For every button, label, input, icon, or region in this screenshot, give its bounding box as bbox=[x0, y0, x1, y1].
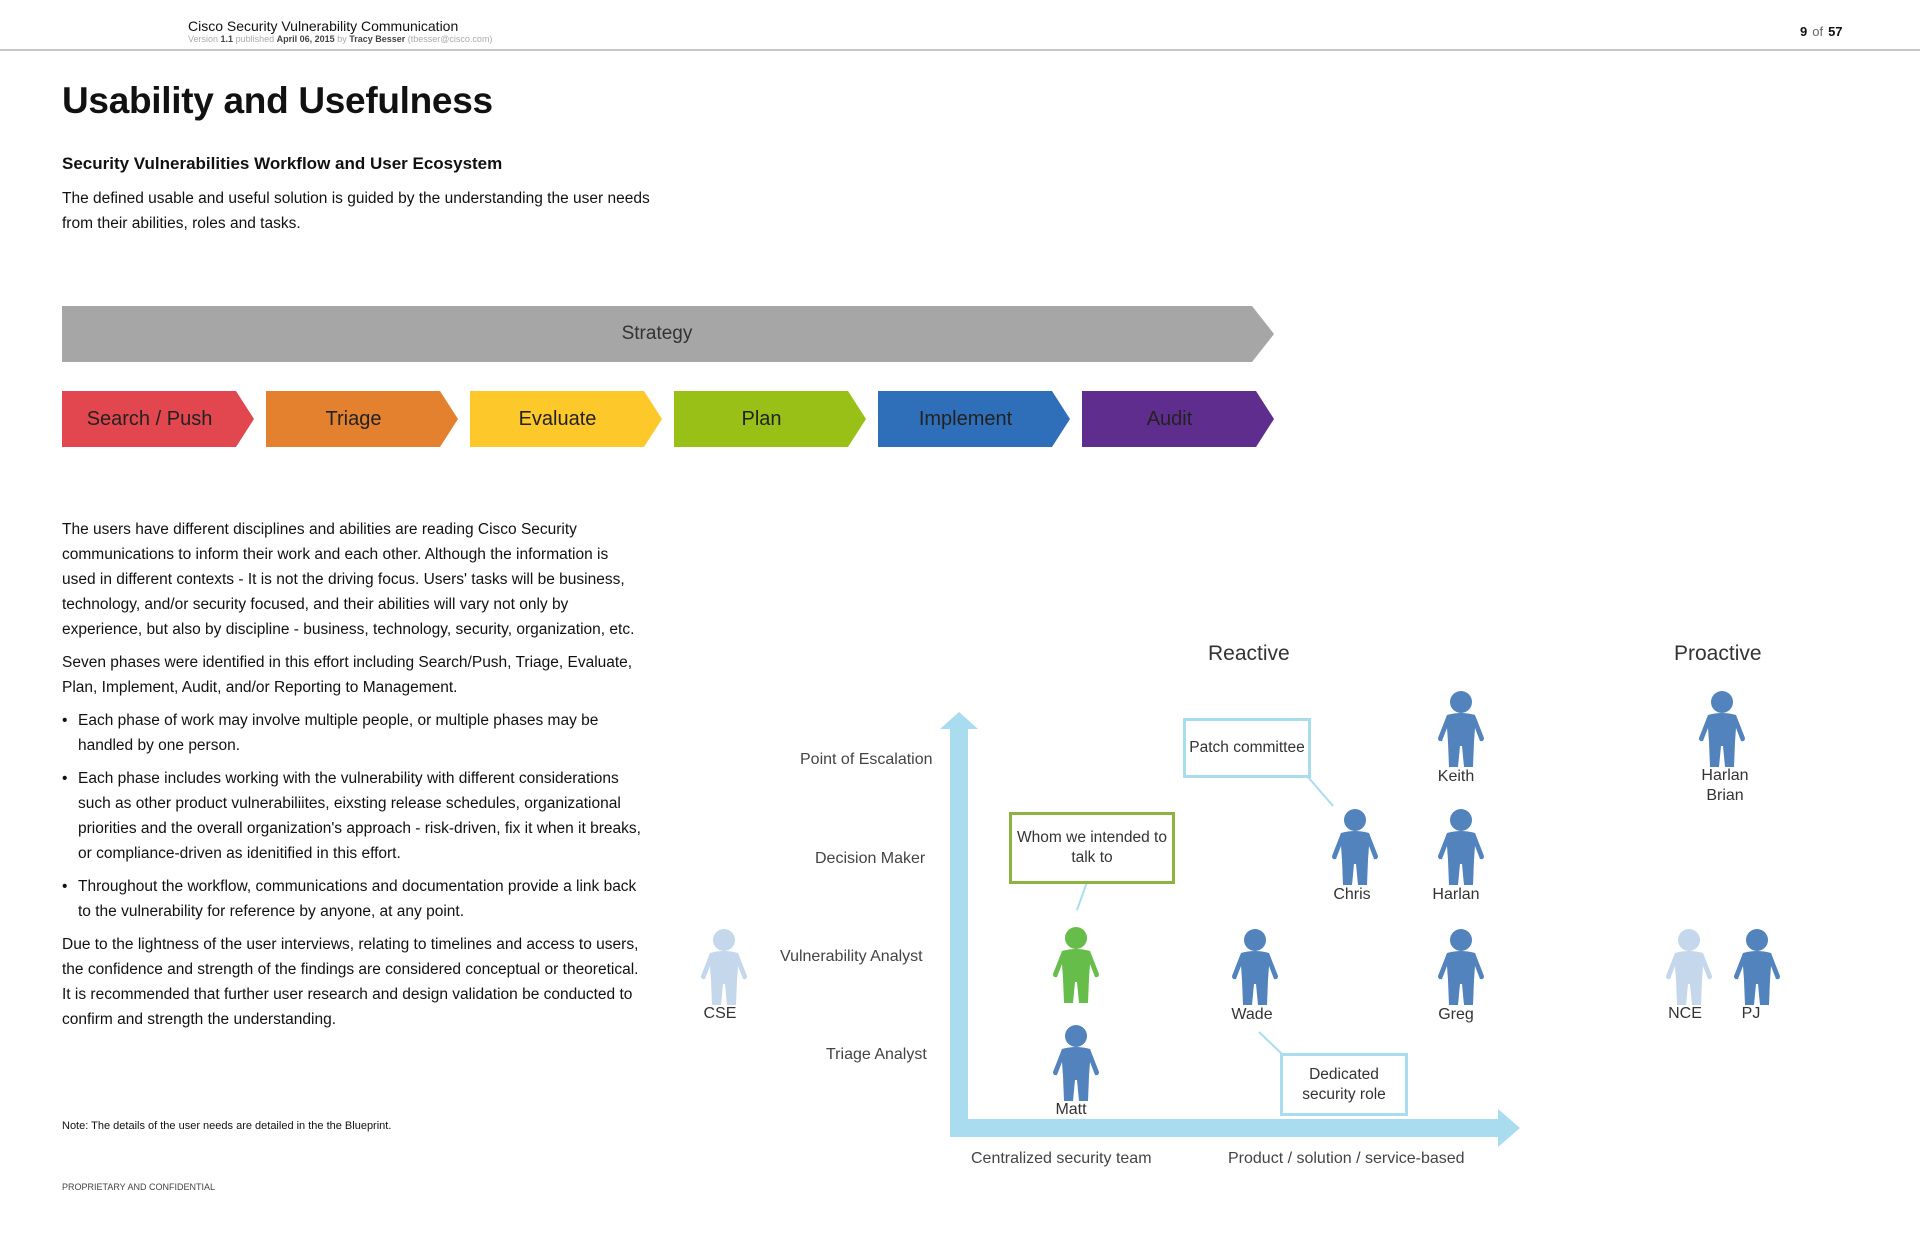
phase-triage: Triage bbox=[266, 391, 458, 447]
person-matt-label: Matt bbox=[1055, 1101, 1087, 1118]
phase-arrow-shape bbox=[878, 391, 1070, 447]
phase-implement: Implement bbox=[878, 391, 1070, 447]
intro-paragraph: The defined usable and useful solution i… bbox=[62, 190, 650, 232]
phase-label: Audit bbox=[1146, 408, 1193, 430]
bullet-list: Each phase of work may involve multiple … bbox=[62, 708, 642, 924]
callout-patch-committee: Patch committee bbox=[1183, 718, 1311, 778]
person-greg-label: Greg bbox=[1438, 1006, 1474, 1023]
bullet-item: Throughout the workflow, communications … bbox=[62, 874, 642, 924]
body-paragraph: Due to the lightness of the user intervi… bbox=[62, 936, 639, 1028]
body-paragraph: The users have different disciplines and… bbox=[62, 521, 635, 638]
header-reactive: Reactive bbox=[1208, 642, 1290, 665]
person-pj-label: PJ bbox=[1741, 1005, 1761, 1022]
strategy-label: Strategy bbox=[621, 323, 693, 344]
role-point-of-escalation: Point of Escalation bbox=[800, 751, 933, 768]
phase-search-push: Search / Push bbox=[62, 391, 254, 447]
phase-evaluate: Evaluate bbox=[470, 391, 662, 447]
axis-label-centralized: Centralized security team bbox=[971, 1150, 1152, 1167]
person-harlan-icon bbox=[1437, 808, 1485, 886]
footer-confidential: PROPRIETARY AND CONFIDENTIAL bbox=[62, 1182, 216, 1192]
phase-label: Triage bbox=[325, 408, 382, 430]
document-meta: Version 1.1 published April 06, 2015 by … bbox=[188, 34, 493, 44]
role-vulnerability-analyst: Vulnerability Analyst bbox=[780, 948, 923, 965]
strategy-arrow-shape bbox=[62, 306, 1274, 362]
bullet-item: Each phase includes working with the vul… bbox=[62, 766, 642, 866]
phase-arrow-shape bbox=[62, 391, 254, 447]
person-harlan-brian-label: Harlan Brian bbox=[1701, 767, 1749, 804]
phase-label: Search / Push bbox=[86, 408, 213, 430]
person-nce-label: NCE bbox=[1668, 1005, 1702, 1022]
phase-arrow-shape bbox=[1082, 391, 1274, 447]
person-chris-label: Chris bbox=[1333, 886, 1371, 903]
phase-label: Plan bbox=[741, 408, 782, 430]
phase-arrow-shape bbox=[470, 391, 662, 447]
person-harlan-brian-icon bbox=[1698, 690, 1746, 768]
body-paragraph: Seven phases were identified in this eff… bbox=[62, 654, 633, 696]
callout-dedicated-security-role: Dedicated security role bbox=[1280, 1053, 1408, 1116]
phase-arrow-shape bbox=[266, 391, 458, 447]
document-title: Cisco Security Vulnerability Communicati… bbox=[188, 18, 459, 34]
phase-label: Implement bbox=[918, 408, 1013, 430]
person-cse-label: CSE bbox=[703, 1005, 737, 1022]
section-title: Security Vulnerabilities Workflow and Us… bbox=[62, 154, 503, 173]
axis-label-product-based: Product / solution / service-based bbox=[1228, 1150, 1465, 1167]
person-greg-icon bbox=[1437, 928, 1485, 1006]
note-text: Note: The details of the user needs are … bbox=[62, 1120, 392, 1132]
phase-label: Evaluate bbox=[518, 408, 597, 430]
person-matt-icon bbox=[1052, 1024, 1100, 1102]
body-text: The users have different disciplines and… bbox=[62, 517, 642, 1040]
person-wade-label: Wade bbox=[1231, 1006, 1273, 1023]
person-pj-icon bbox=[1733, 928, 1781, 1006]
person-keith-icon bbox=[1437, 690, 1485, 768]
strategy-arrow: Strategy bbox=[62, 306, 1274, 362]
callout-intended-users: Whom we intended to talk to bbox=[1009, 812, 1175, 884]
bullet-item: Each phase of work may involve multiple … bbox=[62, 708, 642, 758]
person-wade-icon bbox=[1231, 928, 1279, 1006]
person-cse-icon bbox=[700, 928, 748, 1006]
header-proactive: Proactive bbox=[1674, 642, 1762, 665]
person-harlan-label: Harlan bbox=[1432, 886, 1480, 903]
phase-audit: Audit bbox=[1082, 391, 1274, 447]
phase-arrow-shape bbox=[674, 391, 866, 447]
person-nce-icon bbox=[1665, 928, 1713, 1006]
document-header: Cisco Security Vulnerability Communicati… bbox=[0, 0, 1920, 51]
person-keith-label: Keith bbox=[1437, 768, 1475, 785]
page-title: Usability and Usefulness bbox=[62, 80, 493, 121]
phase-plan: Plan bbox=[674, 391, 866, 447]
role-decision-maker: Decision Maker bbox=[815, 850, 926, 867]
person-intended-icon bbox=[1052, 926, 1100, 1004]
person-chris-icon bbox=[1331, 808, 1379, 886]
role-triage-analyst: Triage Analyst bbox=[826, 1046, 927, 1063]
